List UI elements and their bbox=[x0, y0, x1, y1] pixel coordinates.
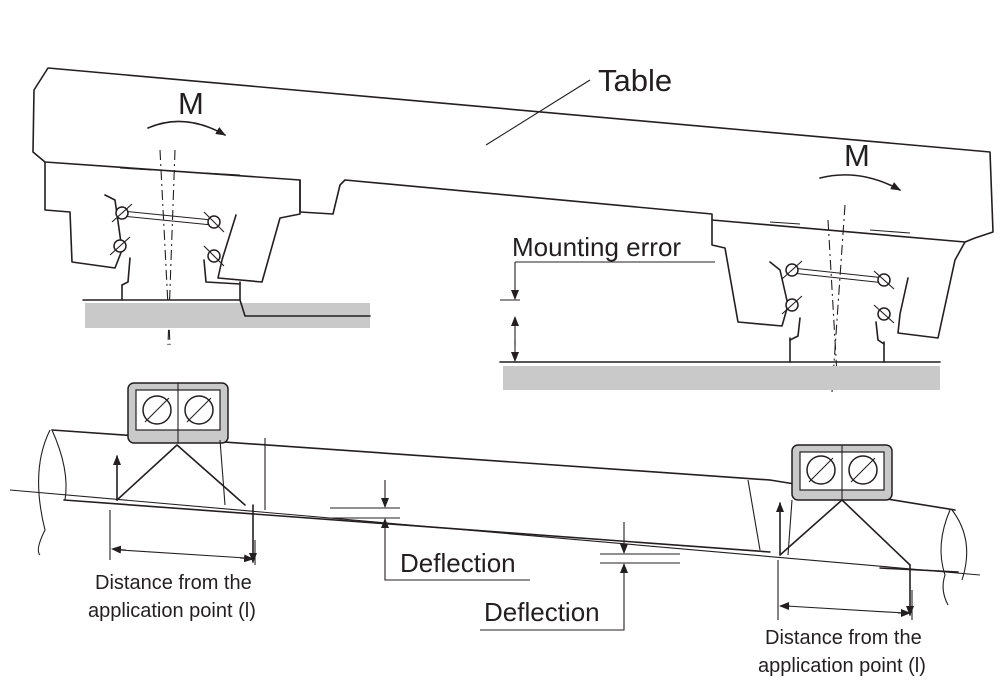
left-bearing bbox=[116, 382, 246, 506]
moment-arrow-left bbox=[147, 120, 226, 136]
table-label: Table bbox=[598, 63, 672, 98]
distance-label-left-line2: application point (l) bbox=[88, 600, 256, 622]
right-bearing bbox=[779, 444, 911, 566]
mounting-error-dimension bbox=[500, 261, 715, 362]
moment-label-left: M bbox=[178, 86, 204, 121]
right-base bbox=[503, 366, 940, 390]
distance-label-left-line1: Distance from the bbox=[95, 572, 252, 594]
right-carriage bbox=[711, 204, 966, 393]
deflection-label-2: Deflection bbox=[484, 597, 600, 627]
distance-dimension-left bbox=[109, 510, 256, 565]
deflection-dimension-2 bbox=[480, 522, 680, 631]
mounting-error-label: Mounting error bbox=[512, 232, 681, 262]
table-leader bbox=[485, 79, 591, 146]
deflection-label-1: Deflection bbox=[400, 548, 516, 578]
distance-label-right-line2: application point (l) bbox=[758, 655, 926, 677]
moment-arrow-right bbox=[819, 174, 901, 191]
moment-label-right: M bbox=[844, 138, 870, 173]
deflection-dimension-1 bbox=[330, 480, 530, 581]
distance-dimension-right bbox=[777, 560, 913, 620]
table-body bbox=[32, 67, 994, 243]
distance-label-right-line1: Distance from the bbox=[765, 627, 922, 649]
